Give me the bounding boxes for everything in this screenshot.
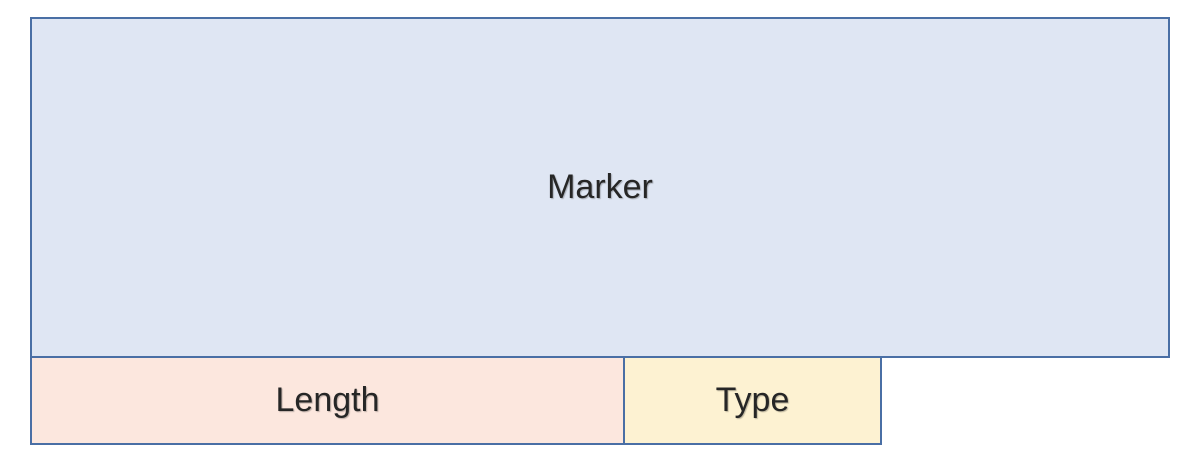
type-field: Type: [623, 356, 882, 445]
marker-field: Marker: [30, 17, 1170, 358]
length-label: Length: [275, 381, 380, 419]
length-field: Length: [30, 356, 625, 445]
marker-label: Marker: [547, 168, 653, 206]
type-label: Type: [715, 381, 790, 419]
